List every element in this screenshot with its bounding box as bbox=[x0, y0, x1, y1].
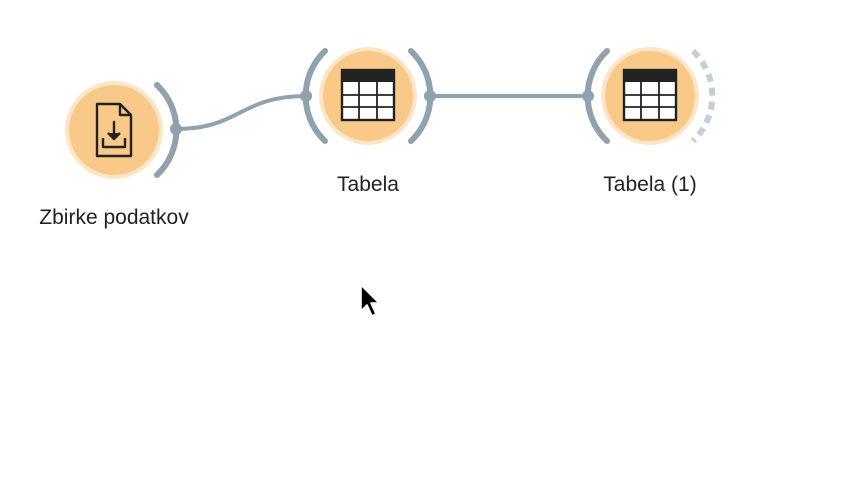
output-anchor[interactable] bbox=[170, 123, 182, 135]
node-label-table-1: Tabela (1) bbox=[603, 173, 697, 196]
input-anchor[interactable] bbox=[300, 90, 312, 102]
output-channel-arc-unconnected[interactable] bbox=[690, 48, 716, 144]
mouse-cursor-icon bbox=[360, 284, 380, 317]
node-table-1[interactable] bbox=[582, 47, 716, 145]
node-table[interactable] bbox=[300, 47, 436, 145]
table-icon bbox=[622, 68, 678, 122]
output-anchor[interactable] bbox=[424, 90, 436, 102]
node-datasets[interactable] bbox=[65, 81, 182, 179]
file-download-icon bbox=[95, 102, 133, 158]
link-datasets-to-table[interactable] bbox=[175, 94, 307, 131]
table-icon bbox=[340, 68, 396, 122]
input-anchor[interactable] bbox=[582, 90, 594, 102]
node-label-datasets: Zbirke podatkov bbox=[39, 206, 189, 229]
node-label-table: Tabela bbox=[337, 173, 399, 196]
